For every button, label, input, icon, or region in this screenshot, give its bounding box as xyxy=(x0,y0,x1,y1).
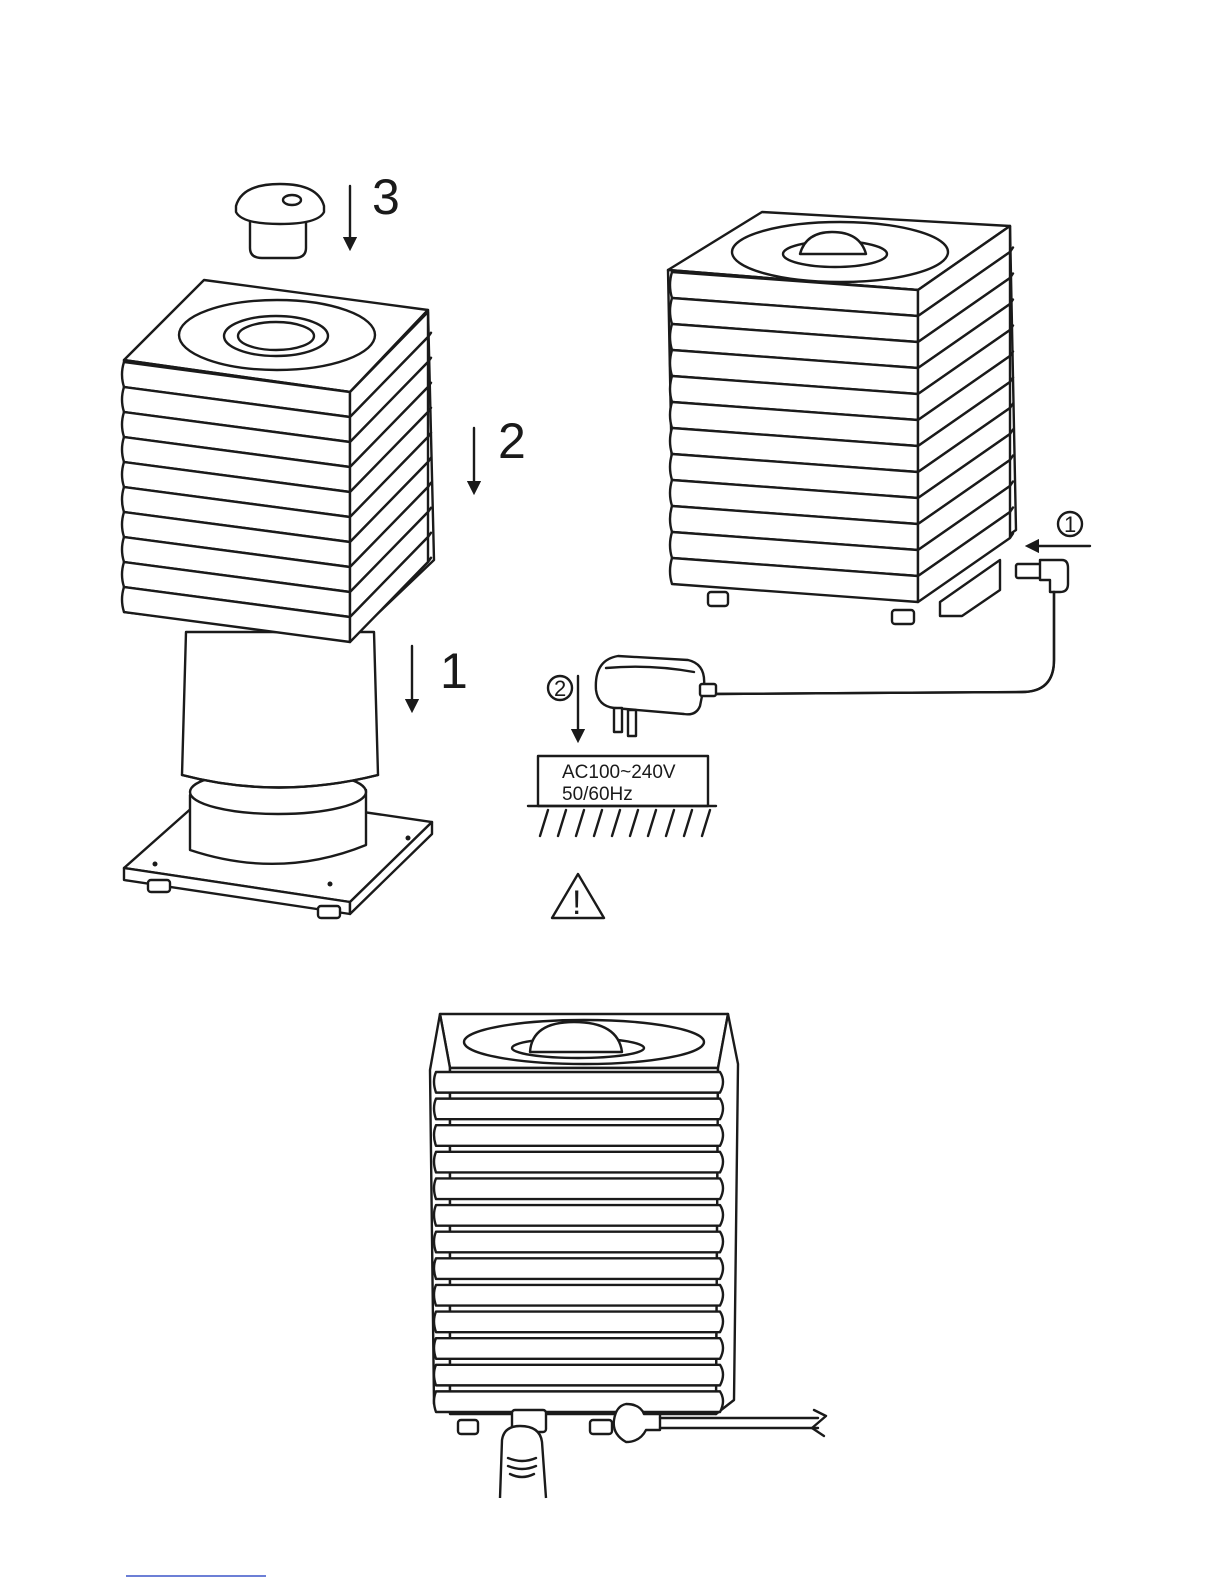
rib xyxy=(434,1099,723,1120)
water-tank-part xyxy=(182,632,378,864)
dc-plug xyxy=(1016,560,1068,592)
exploded-assembly xyxy=(122,184,434,918)
rib xyxy=(434,1312,723,1333)
rib xyxy=(434,1125,723,1146)
ground-hatch xyxy=(648,810,656,836)
power-adapter-icon xyxy=(596,656,716,736)
assembled-unit-right xyxy=(668,212,1016,624)
step-2-marker: 2 xyxy=(474,413,526,488)
rib xyxy=(434,1072,723,1093)
ground-hatch xyxy=(702,810,710,836)
cap-part xyxy=(236,184,324,258)
ground-hatch xyxy=(666,810,674,836)
step-circled-2-marker: 2 xyxy=(548,676,578,736)
step-2-label: 2 xyxy=(498,413,526,469)
ground-hatch xyxy=(684,810,692,836)
ribbed-cover-part xyxy=(122,280,434,642)
frequency-label: 50/60Hz xyxy=(562,784,633,805)
rib xyxy=(434,1258,723,1279)
ground-hatch xyxy=(612,810,620,836)
step-3-marker: 3 xyxy=(350,169,400,244)
rib xyxy=(434,1205,723,1226)
step-1-label: 1 xyxy=(440,643,468,699)
ground-hatch xyxy=(594,810,602,836)
step-circled-1-marker: 1 xyxy=(1032,512,1090,546)
step-1-marker: 1 xyxy=(412,643,468,706)
rib xyxy=(434,1152,723,1173)
rib xyxy=(434,1232,723,1253)
rib xyxy=(434,1338,723,1359)
voltage-label: AC100~240V xyxy=(562,762,676,783)
ground-hatch xyxy=(630,810,638,836)
warning-triangle-icon: ! xyxy=(552,874,604,922)
ground-hatch xyxy=(576,810,584,836)
assembled-unit-front xyxy=(430,1014,738,1434)
power-socket: AC100~240V 50/60Hz xyxy=(528,756,716,836)
finger-icon xyxy=(500,1426,546,1498)
rib xyxy=(434,1285,723,1306)
rib xyxy=(434,1178,723,1199)
rib xyxy=(434,1365,723,1386)
step-circled-1-label: 1 xyxy=(1064,512,1076,537)
step-circled-2-label: 2 xyxy=(554,676,566,701)
rib xyxy=(434,1391,723,1412)
ground-hatch xyxy=(540,810,548,836)
power-cable xyxy=(708,592,1054,694)
ground-hatch xyxy=(558,810,566,836)
step-3-label: 3 xyxy=(372,169,400,225)
warning-symbol: ! xyxy=(572,884,581,922)
